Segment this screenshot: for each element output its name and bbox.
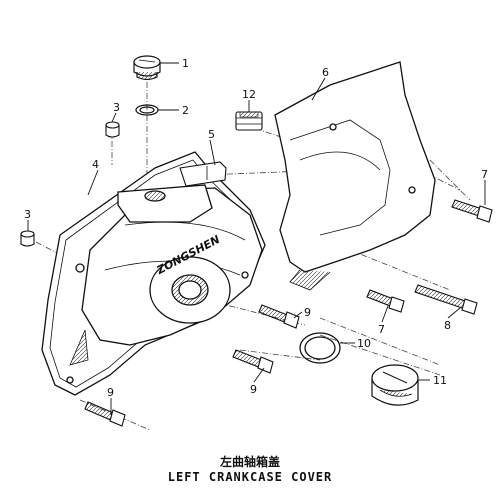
callout-9-mid: 9 xyxy=(250,383,257,396)
callout-10: 10 xyxy=(357,337,371,350)
part-sprocket-cover xyxy=(274,61,436,291)
part-bolt-short-lower xyxy=(232,349,274,374)
callout-4: 4 xyxy=(92,158,99,171)
callout-1: 1 xyxy=(182,57,189,70)
callout-labels: 1 2 3 3 4 5 6 7 7 8 9 9 9 10 11 12 xyxy=(24,57,488,399)
callout-3-lower: 3 xyxy=(24,208,31,221)
part-inspection-cap xyxy=(371,364,419,406)
callout-11: 11 xyxy=(433,374,447,387)
callout-12: 12 xyxy=(242,88,256,101)
callout-6: 6 xyxy=(322,66,329,79)
part-bolt-short-upper xyxy=(258,304,300,329)
part-bolt-long xyxy=(414,284,478,315)
callout-9-upper: 9 xyxy=(304,306,311,319)
callout-7-upper: 7 xyxy=(481,168,488,181)
callout-2: 2 xyxy=(182,104,189,117)
callout-9-bottom: 9 xyxy=(107,386,114,399)
caption-english: LEFT CRANKCASE COVER xyxy=(167,470,333,484)
callout-8: 8 xyxy=(444,319,451,332)
callout-5: 5 xyxy=(208,128,215,141)
part-seal-ring xyxy=(299,332,341,364)
part-crankcase-cover xyxy=(41,151,266,396)
part-bolt-bottom-left xyxy=(84,401,126,427)
callout-7-lower: 7 xyxy=(378,323,385,336)
part-oil-plug xyxy=(133,55,161,81)
part-dowel-pin-lower xyxy=(20,230,35,247)
part-dowel-pin-upper xyxy=(105,121,120,138)
leader-lines xyxy=(27,62,486,415)
part-bracket xyxy=(179,161,227,187)
part-grommet xyxy=(235,111,263,131)
part-bolt-mid xyxy=(366,289,405,313)
part-bolt-upper-right xyxy=(451,199,493,223)
caption-chinese: 左曲轴箱盖 xyxy=(219,455,280,469)
callout-3-upper: 3 xyxy=(113,101,120,114)
